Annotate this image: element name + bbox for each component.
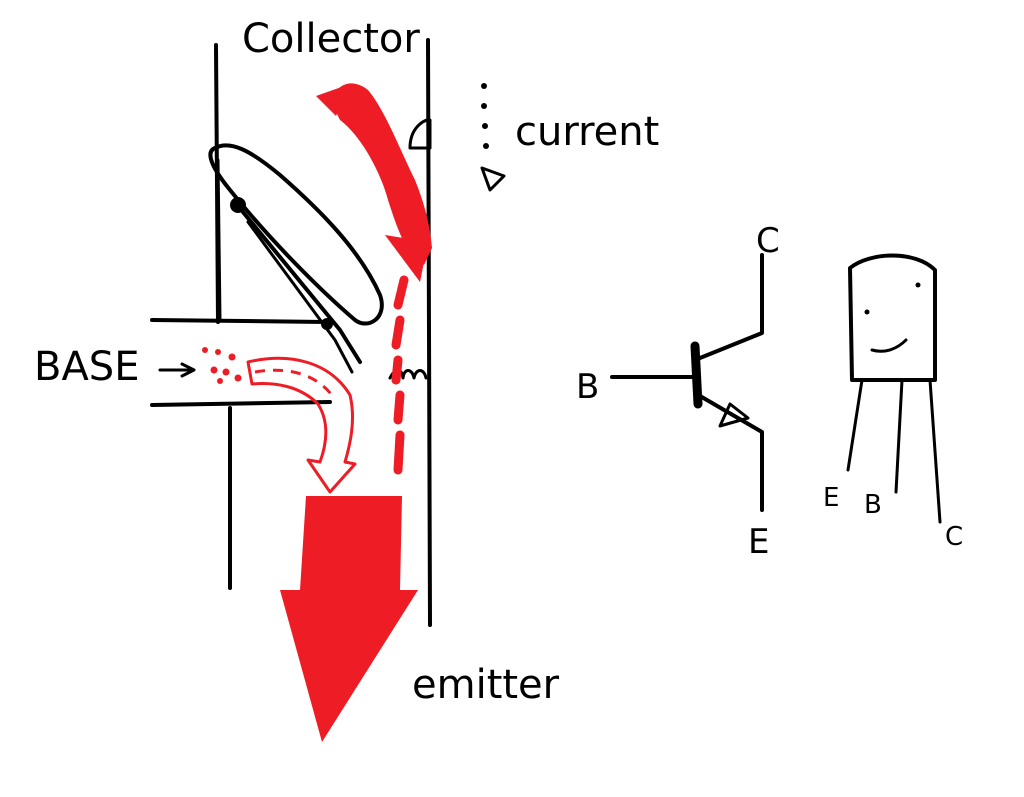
pin-c bbox=[928, 378, 942, 524]
right-wall bbox=[426, 38, 432, 627]
base-current-dash-inner bbox=[254, 368, 336, 399]
pin-e bbox=[846, 378, 864, 472]
flap-box-edge bbox=[216, 158, 222, 322]
base-label: BASE bbox=[34, 344, 139, 390]
symbol-b-label: B bbox=[576, 367, 599, 407]
current-label: current bbox=[515, 109, 659, 155]
lever-arm-inner bbox=[246, 220, 354, 374]
pivot-lower bbox=[321, 318, 333, 330]
face-right-eye bbox=[915, 282, 921, 288]
current-indicator-arrowhead bbox=[480, 166, 506, 192]
face-smile bbox=[870, 338, 908, 353]
pin-b bbox=[894, 378, 904, 494]
package-c-label: C bbox=[945, 522, 963, 552]
emitter-lead bbox=[698, 394, 764, 512]
collector-label: Collector bbox=[242, 16, 420, 62]
current-arrows bbox=[202, 83, 432, 742]
base-pipe-top bbox=[150, 318, 328, 324]
package-b-label: B bbox=[864, 490, 882, 520]
collector-current-arrow bbox=[330, 83, 432, 265]
package-body bbox=[848, 253, 937, 382]
current-indicator bbox=[480, 83, 506, 192]
npn-transistor-symbol: C B E bbox=[576, 221, 780, 562]
collector-lead bbox=[698, 253, 764, 360]
transistor-package: E B C bbox=[823, 253, 963, 552]
package-e-label: E bbox=[823, 483, 839, 513]
base-current-arrow bbox=[246, 356, 357, 494]
symbol-c-label: C bbox=[756, 221, 780, 261]
collector-arrow-head bbox=[385, 235, 428, 282]
collector-arrow-tail bbox=[316, 84, 350, 116]
emitter-label: emitter bbox=[412, 662, 560, 708]
base-pointer-arrow bbox=[158, 362, 196, 378]
face-left-eye bbox=[864, 309, 870, 315]
emitter-current-arrow bbox=[280, 496, 418, 742]
emitter-arrowhead bbox=[718, 402, 750, 428]
stopper bbox=[408, 118, 432, 150]
symbol-e-label: E bbox=[748, 522, 769, 562]
dashed-current-line bbox=[391, 275, 409, 475]
valve-flap bbox=[208, 143, 384, 326]
lever-arm bbox=[236, 204, 362, 364]
base-current-dots bbox=[202, 347, 242, 384]
base-bar bbox=[690, 341, 703, 409]
pivot-upper bbox=[230, 197, 246, 213]
base-pipe-bottom bbox=[150, 400, 332, 407]
